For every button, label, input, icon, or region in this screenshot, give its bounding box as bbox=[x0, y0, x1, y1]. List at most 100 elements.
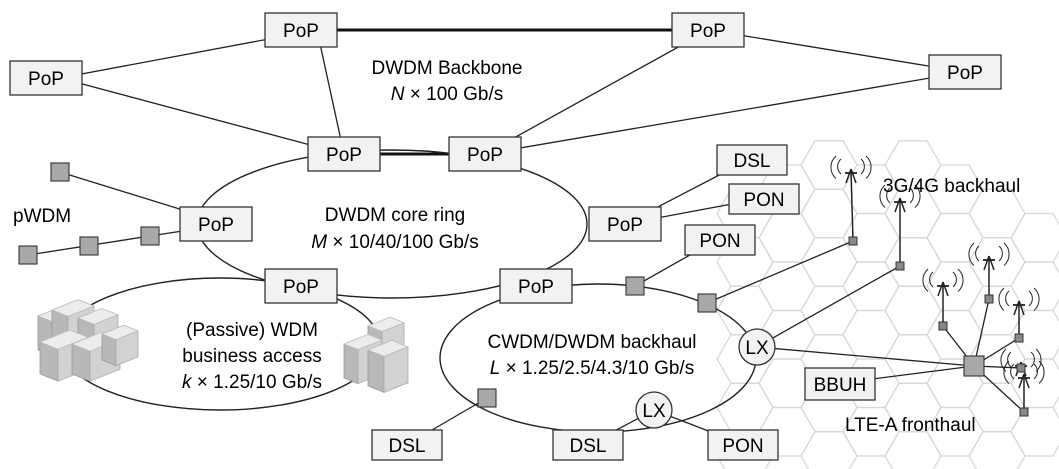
pon-label: PON bbox=[699, 231, 740, 252]
pop-nodes: PoP PoP PoP PoP PoP PoP PoP PoP bbox=[9, 12, 1002, 304]
cell-hexagon bbox=[884, 237, 942, 287]
antenna-icon bbox=[879, 184, 921, 271]
cell-hexagon bbox=[800, 140, 858, 190]
office-building bbox=[366, 339, 410, 393]
antenna-link bbox=[756, 265, 901, 348]
cell-hexagon bbox=[716, 382, 774, 433]
cell-hexagon bbox=[842, 309, 900, 360]
bbuh-label: BBUH bbox=[814, 375, 867, 396]
backbone-link bbox=[484, 29, 710, 155]
backbone-link bbox=[708, 29, 966, 73]
pop-node: PoP bbox=[264, 268, 338, 304]
pwdm-node bbox=[18, 245, 38, 265]
cell-hexagon bbox=[800, 431, 858, 469]
cell-hexagon bbox=[758, 212, 816, 263]
pop-label: PoP bbox=[467, 145, 503, 166]
business-buildings-left bbox=[36, 299, 140, 382]
backhaul-rate-var: L bbox=[490, 358, 501, 379]
lx-label: LX bbox=[642, 401, 666, 422]
fronthaul-label: LTE-A fronthaul bbox=[845, 415, 976, 436]
pop-label: PoP bbox=[326, 145, 362, 166]
lx-label: LX bbox=[745, 338, 769, 359]
business-access-rate: k × 1.25/10 Gb/s bbox=[182, 372, 322, 393]
pon-node: PON bbox=[728, 183, 800, 215]
backhaul-node bbox=[477, 388, 497, 408]
pop-node: PoP bbox=[928, 54, 1002, 90]
cell-hexagon bbox=[926, 261, 984, 312]
dsl-label: DSL bbox=[734, 151, 771, 172]
backhaul-rate-value: × 1.25/2.5/4.3/10 Gb/s bbox=[500, 358, 694, 379]
antenna-icon bbox=[830, 155, 872, 246]
pwdm-node bbox=[140, 226, 160, 246]
backbone-rate: N × 100 Gb/s bbox=[391, 84, 504, 105]
backhaul-title: CWDM/DWDM backhaul bbox=[487, 332, 696, 353]
cell-hexagon bbox=[884, 431, 942, 469]
dsl-node: DSL bbox=[371, 429, 443, 461]
core-rate-value: × 10/40/100 Gb/s bbox=[327, 232, 479, 253]
antenna-sites bbox=[830, 155, 1045, 417]
backbone-title: DWDM Backbone bbox=[372, 58, 523, 79]
bbuh-node: BBUH bbox=[804, 367, 876, 401]
antenna-icon bbox=[998, 287, 1040, 343]
pon-label: PON bbox=[743, 190, 784, 211]
dsl-node: DSL bbox=[552, 429, 624, 461]
pop-label: PoP bbox=[607, 215, 643, 236]
dsl-label: DSL bbox=[570, 436, 607, 457]
backbone-rate-value: × 100 Gb/s bbox=[404, 84, 503, 105]
antenna-icon bbox=[968, 242, 1010, 304]
backhaul-node bbox=[697, 293, 717, 313]
antenna-icon bbox=[922, 268, 964, 331]
pop-label: PoP bbox=[690, 21, 726, 42]
office-building bbox=[100, 324, 140, 367]
antenna-link bbox=[706, 240, 854, 304]
pwdm-label: pWDM bbox=[13, 206, 71, 227]
lx-node: LX bbox=[738, 328, 776, 366]
backhaul-node bbox=[625, 276, 645, 296]
pwdm-node bbox=[50, 162, 70, 182]
business-rate-var: k bbox=[182, 372, 193, 393]
backbone-link bbox=[484, 71, 966, 155]
dsl-node: DSL bbox=[716, 144, 788, 176]
cell-hexagon bbox=[1010, 406, 1059, 457]
antenna-icon bbox=[1003, 360, 1045, 417]
antenna-icon bbox=[1000, 348, 1042, 377]
pop-label: PoP bbox=[198, 215, 234, 236]
pop-node: PoP bbox=[499, 268, 573, 304]
cell-hexagon bbox=[1010, 212, 1059, 263]
pop-node: PoP bbox=[588, 206, 662, 242]
cell-hexagon bbox=[716, 285, 774, 336]
pop-node: PoP bbox=[9, 60, 83, 96]
splitter-nodes bbox=[18, 162, 985, 408]
pop-label: PoP bbox=[28, 69, 64, 90]
pop-label: PoP bbox=[283, 277, 319, 298]
cell-hexagon bbox=[800, 188, 858, 239]
core-ring-rate: M × 10/40/100 Gb/s bbox=[311, 232, 478, 253]
backbone-rate-var: N bbox=[391, 84, 405, 105]
fronthaul-link bbox=[973, 298, 990, 367]
pop-node: PoP bbox=[671, 12, 745, 48]
pop-label: PoP bbox=[947, 63, 983, 84]
pop-label: PoP bbox=[518, 277, 554, 298]
pwdm-node bbox=[79, 236, 99, 256]
pop-node: PoP bbox=[179, 206, 253, 242]
mobile-backhaul-label: 3G/4G backhaul bbox=[883, 176, 1020, 197]
business-rate-value: × 1.25/10 Gb/s bbox=[192, 372, 322, 393]
pop-node: PoP bbox=[448, 136, 522, 172]
backhaul-rate: L × 1.25/2.5/4.3/10 Gb/s bbox=[490, 358, 694, 379]
access-nodes: DSL PON PON DSL DSL PON BBUH bbox=[371, 144, 876, 461]
pop-label: PoP bbox=[283, 21, 319, 42]
backbone-link bbox=[59, 77, 345, 155]
pop-node: PoP bbox=[307, 136, 381, 172]
region-labels: DWDM Backbone N × 100 Gb/s DWDM core rin… bbox=[13, 58, 1020, 436]
cell-hexagon bbox=[968, 382, 1026, 433]
core-rate-var: M bbox=[311, 232, 327, 253]
lx-node: LX bbox=[635, 391, 673, 429]
cell-hexagon bbox=[926, 309, 984, 360]
fronthaul-fiber bbox=[756, 346, 975, 367]
dsl-label: DSL bbox=[389, 436, 426, 457]
pop-node: PoP bbox=[264, 12, 338, 48]
backbone-links bbox=[59, 28, 966, 156]
pon-node: PON bbox=[684, 224, 756, 256]
